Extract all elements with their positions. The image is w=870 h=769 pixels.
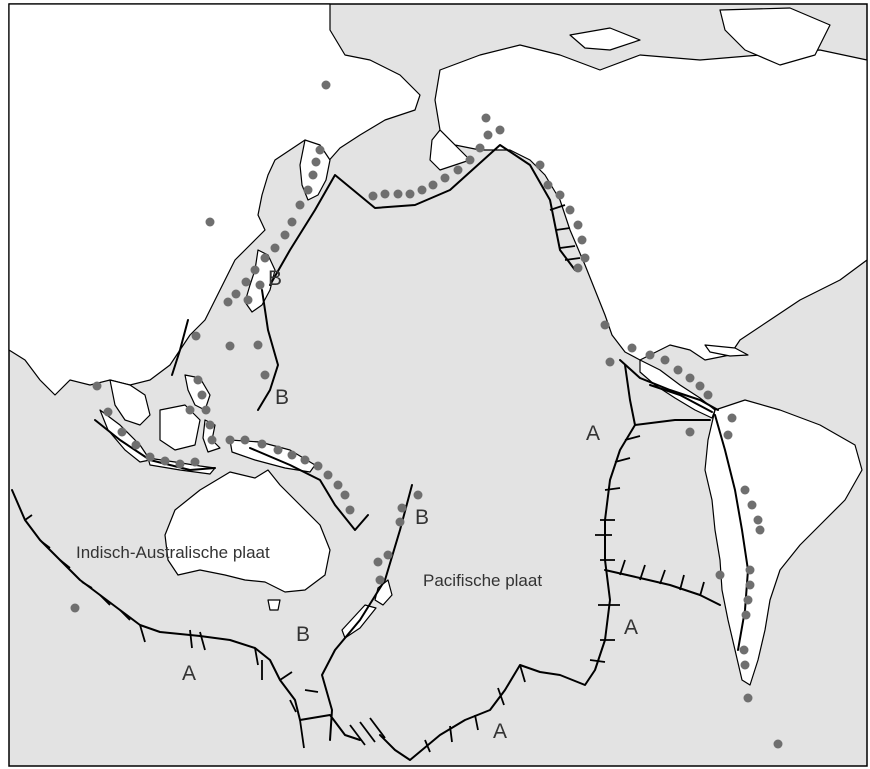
mariana-trench xyxy=(257,289,279,411)
earthquake-dots xyxy=(70,80,783,749)
label-a-pac-ant: A xyxy=(182,662,196,685)
label-b-tonga: B xyxy=(415,506,429,529)
label-indo-australian-plate: Indisch-Australische plaat xyxy=(76,543,270,562)
label-b-mariana: B xyxy=(275,386,289,409)
label-pacific-plate: Pacifische plaat xyxy=(423,571,542,590)
map-labels: B B B B A A A A Indisch-Australische pla… xyxy=(76,267,638,743)
nazca-boundary xyxy=(649,384,713,413)
borneo xyxy=(159,404,201,451)
ryukyu-trench xyxy=(171,319,189,376)
new-zealand-north xyxy=(374,579,393,606)
se-asia xyxy=(109,379,151,426)
label-a-epr-north: A xyxy=(586,422,600,445)
label-b-new-zealand: B xyxy=(296,623,310,646)
land-masses xyxy=(8,3,868,686)
cuba xyxy=(704,344,749,357)
alaska xyxy=(429,129,471,171)
aleutian-trench xyxy=(269,144,576,286)
greenland xyxy=(719,7,831,66)
label-a-pac-south: A xyxy=(493,720,507,743)
plate-boundaries xyxy=(11,144,749,761)
australia xyxy=(164,469,331,593)
label-b-japan: B xyxy=(268,267,282,290)
middle-america-trench xyxy=(619,359,719,411)
tonga-trench xyxy=(321,484,413,741)
arctic-islands xyxy=(569,27,641,51)
chile-rise xyxy=(604,569,721,606)
label-a-epr-south: A xyxy=(624,616,638,639)
peru-chile-trench xyxy=(714,414,749,651)
north-america xyxy=(434,44,868,361)
transform-faults xyxy=(24,204,705,753)
solomon-trench xyxy=(249,447,369,531)
tasmania xyxy=(267,599,281,611)
